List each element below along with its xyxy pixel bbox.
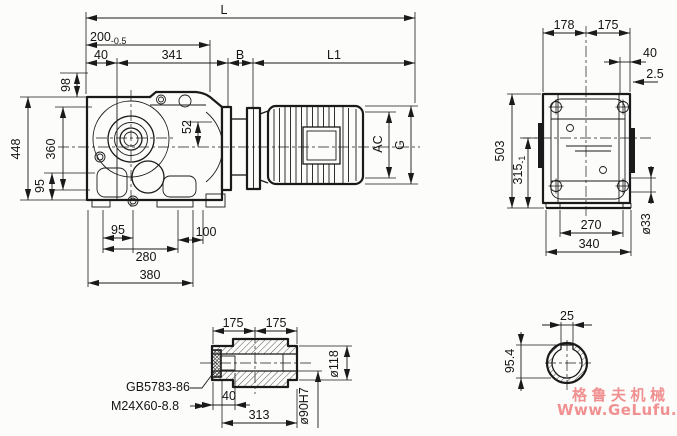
lower-boss-circle	[131, 160, 165, 194]
dim-40-shaft-label: 40	[222, 389, 236, 403]
dim-313-label: 313	[249, 408, 270, 422]
casting-pocket-right	[162, 175, 197, 198]
clamp-tab-left	[538, 123, 543, 168]
cross-centerlines	[545, 340, 591, 390]
flange-foot	[205, 193, 226, 208]
dim-L1-label: L1	[327, 48, 341, 62]
dim-200-label: 200-0.5	[90, 30, 126, 46]
dim-340-label: 340	[579, 237, 600, 251]
watermark-website: Www.GeLufu.Com	[557, 401, 677, 419]
dim-448-label: 448	[9, 139, 23, 160]
end-inner-details	[550, 95, 626, 202]
clamp-tab-right	[630, 128, 635, 173]
dim-98-label: 98	[59, 78, 73, 92]
flange-plate-1	[220, 105, 233, 192]
dim-95-left-label: 95	[33, 179, 47, 193]
dim-B-label: B	[236, 48, 244, 62]
dim-270-label: 270	[581, 218, 602, 232]
dim-52-label: 52	[180, 120, 194, 134]
shaft-cross-section-view: 25 95.4	[503, 309, 592, 391]
motor	[266, 104, 365, 186]
coupling-flanges	[220, 105, 269, 192]
end-base	[545, 203, 632, 210]
end-centerlines	[520, 26, 654, 216]
dim-25-label: 25	[560, 309, 574, 323]
dim-dia118-label: ø118	[327, 350, 341, 378]
dim-175b-label: 175	[266, 316, 287, 330]
cross-bore-keyway	[551, 344, 583, 379]
dim-G-label: G	[393, 140, 407, 150]
watermark: 格鲁夫机械 Www.GeLufu.Com	[557, 386, 677, 419]
shaft-dimensions: 175 175 ø118 ø90H7 40 313 GB5783-86 M24X…	[111, 316, 351, 428]
shaft-section-view: 175 175 ø118 ø90H7 40 313 GB5783-86 M24X…	[111, 316, 352, 428]
shaft-centerlines	[200, 332, 312, 394]
dim-315-label: 315-1	[511, 156, 527, 185]
side-view: L 200-0.5 40 341 B L1 98 448 360 95 52 9…	[9, 3, 420, 287]
foot-pad-left	[91, 199, 111, 208]
dim-175a-label: 175	[223, 316, 244, 330]
terminal-box-inner	[306, 130, 337, 161]
dim-AC-label: AC	[371, 135, 385, 152]
dim-100-label: 100	[196, 225, 217, 239]
side-centerlines	[58, 90, 420, 210]
bolt-holes	[94, 94, 192, 207]
dim-380-label: 380	[140, 268, 161, 282]
dim-40-end-label: 40	[643, 46, 657, 60]
dim-95_4-label: 95.4	[503, 349, 517, 373]
cross-dimensions: 25 95.4	[503, 309, 592, 391]
shaft-outline	[210, 337, 299, 389]
dim-40-label: 40	[94, 48, 108, 62]
dim-360-label: 360	[44, 139, 58, 160]
side-dimensions: L 200-0.5 40 341 B L1 98 448 360 95 52 9…	[9, 3, 415, 287]
gearbox-housing	[85, 90, 226, 208]
motor-fins	[273, 107, 357, 183]
dim-dia90-label: ø90H7	[297, 387, 311, 425]
gearbox-outline	[85, 90, 224, 202]
dim-175-end-label: 175	[598, 18, 619, 32]
terminal-box	[302, 126, 341, 165]
bolt-spec-label: M24X60-8.8	[111, 399, 179, 413]
dim-2_5-label: 2.5	[646, 67, 663, 81]
end-corner-bolt-holes	[548, 99, 631, 194]
dim-503-label: 503	[493, 141, 507, 162]
end-view: 178 175 40 2.5 503 315-1 270 340 ø33	[493, 18, 664, 256]
casting-pocket-left	[96, 167, 128, 198]
gb-standard-label: GB5783-86	[126, 380, 190, 394]
dim-178-label: 178	[554, 18, 575, 32]
gb-leader-line	[190, 371, 215, 389]
watermark-company-name: 格鲁夫机械	[572, 386, 670, 404]
end-dimensions: 178 175 40 2.5 503 315-1 270 340 ø33	[493, 18, 664, 256]
dim-L-label: L	[221, 3, 228, 17]
cross-extension-lines	[516, 322, 574, 379]
foot-pad-right	[156, 199, 194, 208]
dim-95-bottom-label: 95	[111, 223, 125, 237]
dim-341-label: 341	[162, 48, 183, 62]
dim-dia33-label: ø33	[639, 213, 653, 235]
dim-280-label: 280	[136, 250, 157, 264]
